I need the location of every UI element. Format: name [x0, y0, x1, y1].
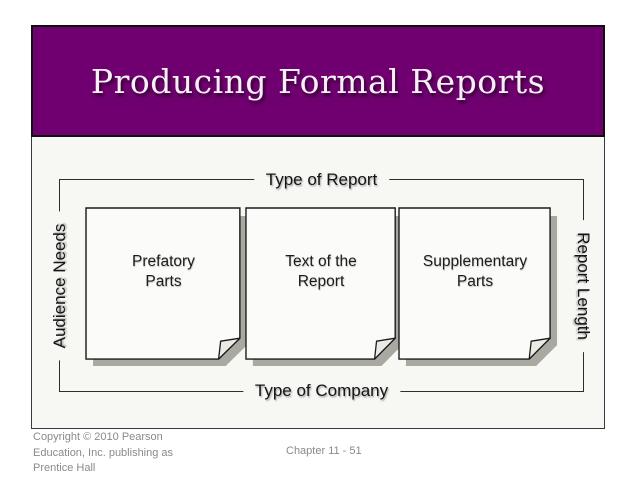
title-banner: Producing Formal Reports	[31, 25, 605, 137]
folded-page-shape	[85, 207, 247, 367]
note-line: Parts	[456, 273, 494, 290]
diagram-frame: Type of Report Type of Company Audience …	[50, 170, 593, 401]
note-line: Supplementary	[422, 253, 528, 270]
folded-page-shape	[398, 207, 558, 367]
note-line: Report	[297, 273, 345, 290]
note-label: Supplementary Parts	[399, 252, 551, 292]
note-line: Prefatory	[132, 253, 195, 270]
type-of-company-label: Type of Company	[242, 381, 401, 401]
type-of-report-label: Type of Report	[253, 170, 390, 190]
folded-corner-icon	[373, 337, 396, 360]
slide-body: Type of Report Type of Company Audience …	[31, 135, 605, 429]
copyright-line: Education, Inc. publishing as	[33, 446, 174, 459]
folded-corner-icon	[528, 337, 551, 360]
copyright-text: Copyright © 2010 Pearson Education, Inc.…	[33, 430, 173, 477]
slide-title: Producing Formal Reports	[90, 61, 546, 101]
report-length-label: Report Length	[573, 219, 593, 352]
copyright-line: Copyright © 2010 Pearson	[33, 431, 163, 443]
note-label: Prefatory Parts	[86, 252, 241, 292]
folded-corner-icon	[217, 337, 241, 360]
note-label: Text of the Report	[246, 252, 396, 292]
audience-needs-label: Audience Needs	[50, 211, 70, 360]
note-line: Text of the	[285, 253, 357, 270]
folded-page-shape	[245, 207, 403, 367]
chapter-page-label: Chapter 11 - 51	[286, 445, 362, 457]
note-text-of-the-report: Text of the Report	[245, 207, 403, 367]
note-line: Parts	[145, 273, 182, 290]
note-prefatory-parts: Prefatory Parts	[85, 207, 247, 367]
copyright-line: Prentice Hall	[33, 462, 96, 474]
note-supplementary-parts: Supplementary Parts	[398, 207, 558, 367]
